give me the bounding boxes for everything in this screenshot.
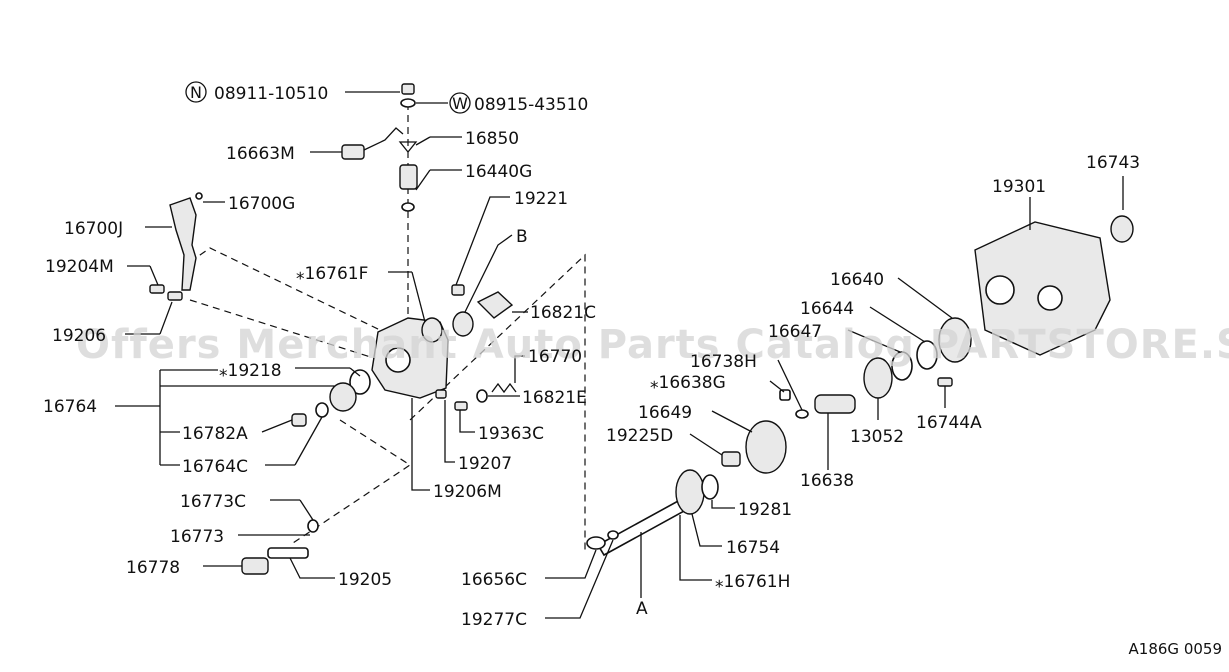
- shaft-shape: [596, 498, 688, 557]
- symbol-w-text: W: [452, 94, 468, 113]
- label-19277c[interactable]: 19277C: [461, 610, 527, 630]
- symbol-w-badge: W: [449, 92, 471, 114]
- label-08915-43510[interactable]: 08915-43510: [474, 95, 588, 115]
- lever-bracket-shape: [169, 197, 197, 291]
- part-labels: 08911-10510 08915-43510 16663M 16850 164…: [43, 84, 1140, 630]
- label-16656c[interactable]: 16656C: [461, 570, 527, 590]
- label-08911-10510[interactable]: 08911-10510: [214, 84, 328, 104]
- label-16778[interactable]: 16778: [126, 558, 180, 578]
- leader-lines: [115, 91, 1124, 619]
- key-16638g-shape: [779, 389, 791, 401]
- label-16638g[interactable]: ⁎16638G: [650, 373, 726, 393]
- ring-16764c-shape: [315, 402, 329, 418]
- label-16782a[interactable]: 16782A: [182, 424, 248, 444]
- governor-port-shape: [385, 347, 411, 373]
- label-16663m[interactable]: 16663M: [226, 144, 295, 164]
- label-19218[interactable]: ⁎19218: [219, 361, 282, 381]
- part-16782a-shape: [291, 413, 307, 427]
- seal-16761f-shape: [452, 311, 474, 337]
- label-19206m[interactable]: 19206M: [433, 482, 502, 502]
- symbol-n-text: N: [190, 83, 202, 102]
- solenoid-shape: [399, 164, 418, 190]
- seal-16656c-shape: [586, 536, 606, 550]
- washer-16821e-shape: [476, 389, 488, 403]
- part-19206m-shape: [435, 389, 447, 399]
- oring-shape: [401, 202, 415, 212]
- label-16764[interactable]: 16764: [43, 397, 97, 417]
- label-16761f[interactable]: ⁎16761F: [296, 264, 368, 284]
- clip-shape: [398, 141, 418, 154]
- plug-16778-shape: [241, 557, 269, 575]
- label-16640[interactable]: 16640: [830, 270, 884, 290]
- label-16700j[interactable]: 16700J: [64, 219, 123, 239]
- label-19206[interactable]: 19206: [52, 326, 106, 346]
- label-16647[interactable]: 16647: [768, 322, 822, 342]
- screw-shape: [195, 192, 203, 200]
- label-16764c[interactable]: 16764C: [182, 457, 248, 477]
- label-16738h[interactable]: 16738H: [690, 352, 757, 372]
- part-19221-shape: [451, 284, 465, 296]
- label-16773[interactable]: 16773: [170, 527, 224, 547]
- label-19301[interactable]: 19301: [992, 177, 1046, 197]
- label-b[interactable]: B: [516, 227, 528, 247]
- ring-19281-shape: [701, 474, 719, 500]
- housing-bore-b: [1037, 285, 1063, 311]
- ring-16773c-shape: [307, 519, 319, 533]
- label-16821c[interactable]: 16821C: [530, 303, 596, 323]
- screw-16744a-shape: [937, 377, 953, 387]
- label-19281[interactable]: 19281: [738, 500, 792, 520]
- governor-cap-shape: [421, 317, 443, 343]
- label-16850[interactable]: 16850: [465, 129, 519, 149]
- part-19363c-shape: [454, 401, 468, 411]
- figure-reference: A186G 0059: [1129, 640, 1222, 658]
- label-16700g[interactable]: 16700G: [228, 194, 295, 214]
- ring-19218-shape: [349, 369, 371, 395]
- label-16773c[interactable]: 16773C: [180, 492, 246, 512]
- part-19225d-shape: [721, 451, 741, 467]
- label-16761h[interactable]: ⁎16761H: [715, 572, 790, 592]
- label-16743[interactable]: 16743: [1086, 153, 1140, 173]
- watermark: Offers Merchant Auto Parts Catalog PARTS…: [76, 322, 1229, 368]
- bolt-19206-shape: [167, 291, 183, 301]
- label-16649[interactable]: 16649: [638, 403, 692, 423]
- symbol-n-badge: N: [185, 81, 207, 103]
- part-shapes: [149, 83, 1134, 575]
- piston-16764-shape: [329, 382, 357, 412]
- label-19363c[interactable]: 19363C: [478, 424, 544, 444]
- drive-16638-shape: [814, 394, 856, 414]
- pin-16738h-shape: [795, 409, 809, 419]
- label-16821e[interactable]: 16821E: [522, 388, 587, 408]
- label-19221[interactable]: 19221: [514, 189, 568, 209]
- washer-shape: [400, 98, 416, 108]
- plate-16644-shape: [916, 340, 938, 370]
- label-a[interactable]: A: [636, 599, 648, 619]
- washer-19277c-shape: [607, 530, 619, 540]
- tube-16773-shape: [267, 547, 309, 559]
- label-16754[interactable]: 16754: [726, 538, 780, 558]
- nut-shape: [401, 83, 415, 95]
- connector-shape: [341, 144, 365, 160]
- label-16744a[interactable]: 16744A: [916, 413, 982, 433]
- housing-bore-a: [985, 275, 1015, 305]
- bolt-19204m-shape: [149, 284, 165, 294]
- label-19225d[interactable]: 19225D: [606, 426, 673, 446]
- label-16770[interactable]: 16770: [528, 347, 582, 367]
- assembly-dashed-lines: [189, 103, 586, 550]
- label-16644[interactable]: 16644: [800, 299, 854, 319]
- label-13052[interactable]: 13052: [850, 427, 904, 447]
- label-16638[interactable]: 16638: [800, 471, 854, 491]
- connector-wire: [363, 127, 404, 151]
- label-19204m[interactable]: 19204M: [45, 257, 114, 277]
- cap-16743-shape: [1110, 215, 1134, 243]
- label-19207[interactable]: 19207: [458, 454, 512, 474]
- part-16821c-shape: [476, 291, 514, 319]
- rotor-16754-shape: [675, 469, 705, 515]
- label-19205[interactable]: 19205: [338, 570, 392, 590]
- label-16440g[interactable]: 16440G: [465, 162, 532, 182]
- plate-16647-shape: [891, 351, 913, 381]
- liner-16649-shape: [745, 420, 787, 474]
- spring-16770-shape: [491, 382, 517, 394]
- seal-16640-shape: [938, 317, 972, 363]
